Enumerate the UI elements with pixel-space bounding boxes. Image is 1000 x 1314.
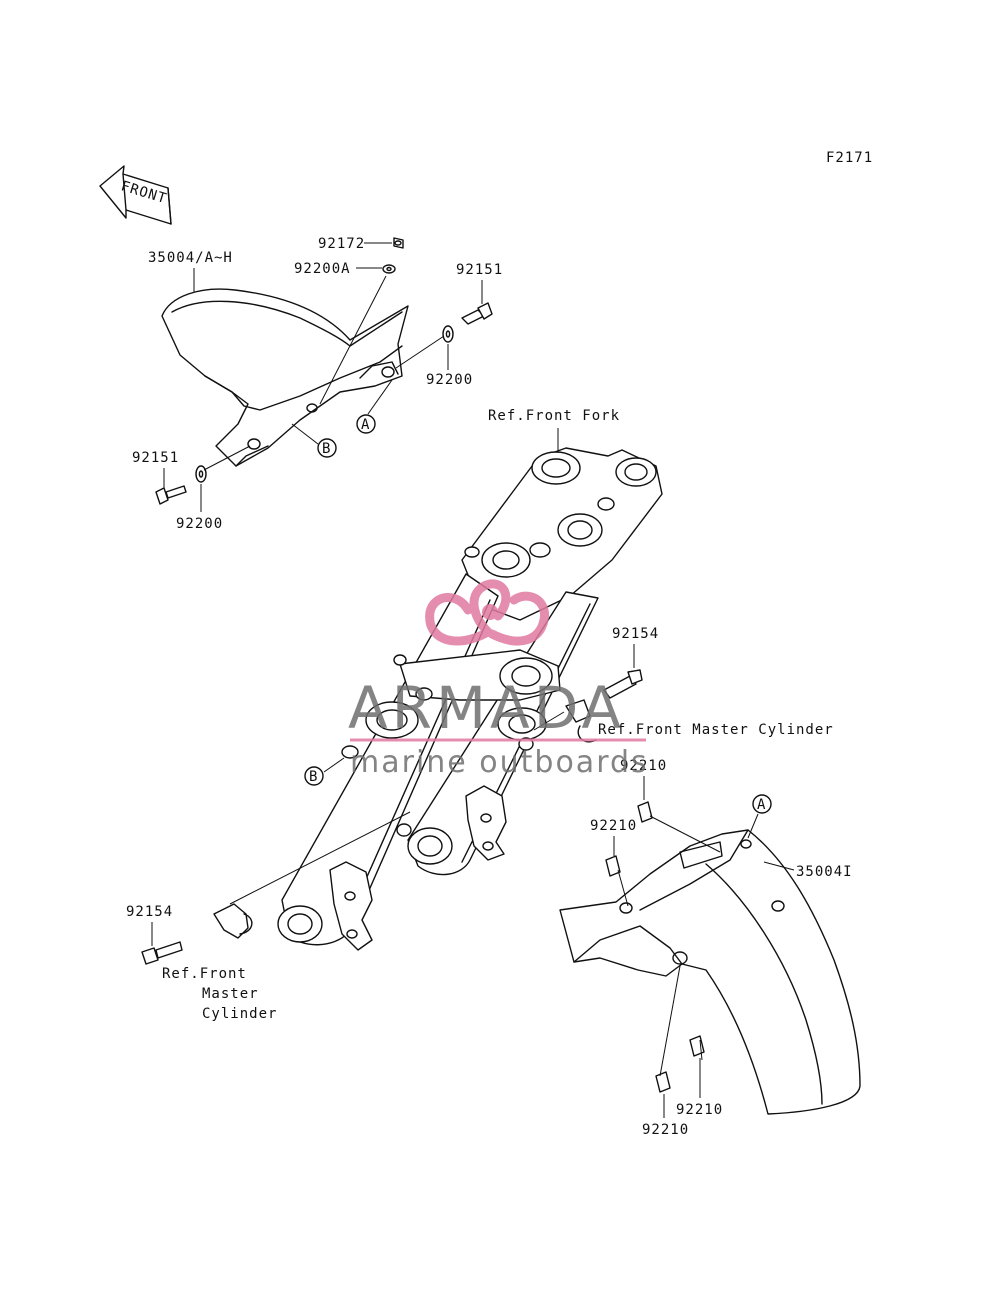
watermark: ARMADA marine outboards (348, 579, 649, 780)
washer-left-icon (195, 465, 207, 483)
front-fender-upper-label: 35004/A~H (148, 250, 233, 266)
callout-b-lower: B (304, 745, 359, 786)
ref-master-cylinder-left-line3: Cylinder (202, 1006, 277, 1022)
watermark-brand: ARMADA (348, 674, 625, 742)
svg-text:B: B (309, 769, 318, 785)
ref-master-cylinder-left-line2: Master (202, 986, 259, 1002)
bolt-top-label: 92172 (318, 236, 365, 252)
bolt-left-icon (155, 485, 187, 505)
nut-1-icon (637, 801, 721, 853)
ref-master-cylinder-left-line1: Ref.Front (162, 966, 247, 982)
master-cylinder-clamp-left (213, 811, 411, 939)
ref-master-cylinder-right-label: Ref.Front Master Cylinder (598, 722, 834, 738)
ref-front-fork-label: Ref.Front Fork (488, 408, 620, 424)
nut-2-label: 92210 (590, 818, 637, 834)
nut-4-icon (655, 965, 681, 1093)
front-fender-lower-drawing (559, 829, 861, 1115)
front-fender-upper-drawing (161, 288, 409, 467)
nut-2-icon (605, 855, 629, 907)
svg-text:A: A (757, 797, 766, 813)
svg-text:B: B (322, 441, 331, 457)
watermark-tagline: marine outboards (350, 745, 649, 780)
washer-top-icon (382, 264, 396, 274)
washer-top-label: 92200A (294, 261, 351, 277)
bolt-master-left-label: 92154 (126, 904, 173, 920)
front-fork-drawing (277, 447, 663, 951)
bolt-right-icon (461, 302, 493, 325)
nut-4-label: 92210 (642, 1122, 689, 1138)
front-fender-lower-label: 35004I (796, 864, 853, 880)
armada-logo-icon (425, 579, 549, 646)
figure-code: F2171 (826, 150, 873, 166)
nut-3-label: 92210 (676, 1102, 723, 1118)
nut-3-icon (689, 1035, 705, 1061)
nut-1-label: 92210 (620, 758, 667, 774)
washer-right-icon (442, 325, 454, 343)
bolt-master-left-icon (141, 941, 183, 965)
bolt-top-icon (393, 237, 404, 249)
front-arrow-icon: FRONT (99, 165, 172, 225)
bolt-left-label: 92151 (132, 450, 179, 466)
bolt-master-right-label: 92154 (612, 626, 659, 642)
svg-text:A: A (361, 417, 370, 433)
bolt-master-right-icon (603, 669, 643, 699)
washer-right-label: 92200 (426, 372, 473, 388)
callout-a-lower: A (747, 794, 772, 839)
callout-b-upper: B (291, 423, 337, 458)
washer-left-label: 92200 (176, 516, 223, 532)
callout-a-upper: A (356, 379, 393, 434)
bolt-right-label: 92151 (456, 262, 503, 278)
